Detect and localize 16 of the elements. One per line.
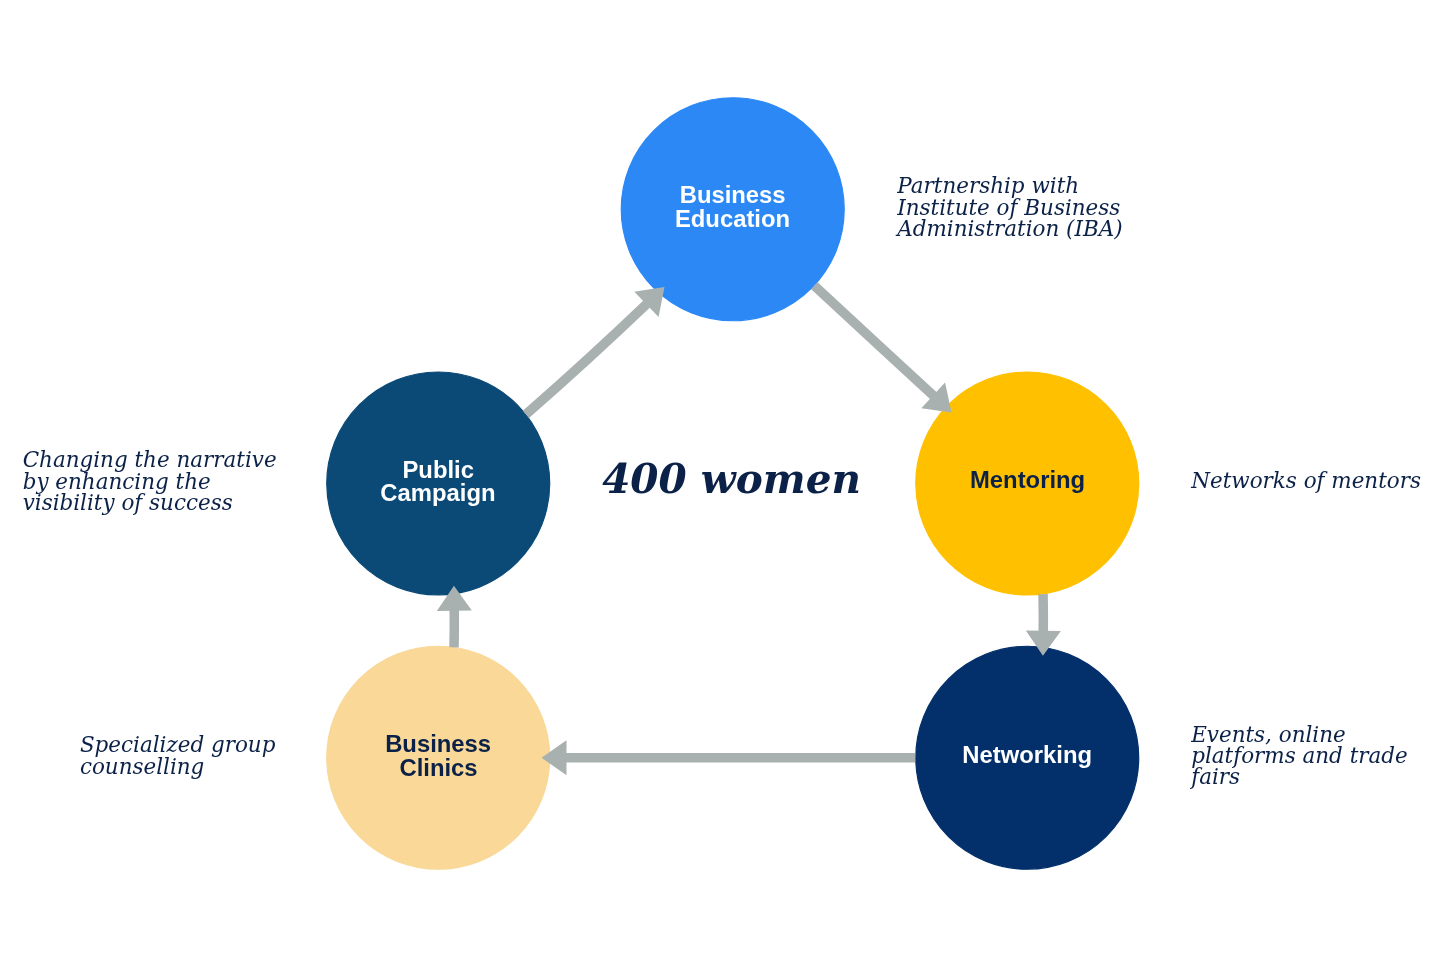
- node-circle: Networking: [915, 645, 1140, 870]
- node-label: Changing the narrative by enhancing the visibility of success: [22, 446, 277, 515]
- node-label: Specialized group counselling: [79, 731, 276, 779]
- node-label: Networks of mentors: [1191, 467, 1421, 493]
- arrow: [522, 286, 665, 418]
- arrow: [541, 739, 916, 775]
- node-label: Events, online platforms and trade fairs: [1191, 721, 1408, 789]
- node-circle: Public Campaign: [326, 370, 551, 596]
- arrow: [811, 281, 952, 412]
- node-label: Partnership with Institute of Business Administration (IBA): [897, 172, 1123, 241]
- label: 400 women: [602, 454, 861, 503]
- arrow: [436, 585, 472, 647]
- node-circle: Business Education: [620, 96, 845, 321]
- arrow: [1025, 593, 1061, 656]
- node-circle: Mentoring: [915, 370, 1140, 596]
- node-circle: Business Clinics: [326, 645, 551, 870]
